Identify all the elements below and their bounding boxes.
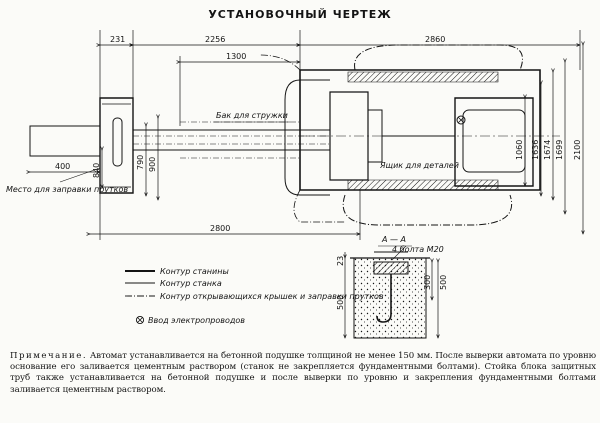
dim-900: 900 [148, 157, 157, 172]
electrical-input-icon [136, 316, 143, 323]
footnote-lead: Примечание. [10, 351, 88, 361]
dim-2100: 2100 [573, 140, 582, 160]
dim-1699: 1699 [555, 140, 564, 160]
dim-1060: 1060 [515, 140, 524, 160]
dim-1300: 1300 [226, 52, 246, 61]
sec-dim-23: 23 [336, 256, 345, 266]
dimension-lines [30, 30, 583, 240]
legend-3: Контур открывающихся крышек и заправки п… [160, 292, 384, 301]
footnote-text: Автомат устанавливается на бетонной поду… [10, 351, 596, 395]
electrical-input-symbol [457, 116, 465, 124]
anchor-bolt [377, 274, 391, 322]
bar-tube [30, 126, 100, 156]
dim-1636: 1636 [531, 140, 540, 160]
legend-1: Контур станины [160, 267, 229, 276]
dim-2860: 2860 [425, 35, 445, 44]
dim-2800: 2800 [210, 224, 230, 233]
dim-231: 231 [110, 35, 125, 44]
section-a-a [345, 246, 438, 338]
legend-4: Ввод электропроводов [148, 316, 245, 325]
dim-2256: 2256 [205, 35, 225, 44]
label-bolts: 4 болта М20 [392, 245, 444, 254]
dim-1674: 1674 [543, 140, 552, 160]
drawing-title: УСТАНОВОЧНЫЙ ЧЕРТЕЖ [208, 8, 392, 21]
footnote: Примечание. Автомат устанавливается на б… [10, 351, 596, 396]
sec-dim-500-left: 500 [336, 295, 345, 310]
tube-stand-frame [100, 98, 133, 193]
label-box: Ящик для деталей [379, 161, 459, 170]
section-title: А — А [381, 235, 406, 244]
dim-840: 840 [92, 163, 101, 178]
legend-2: Контур станка [160, 279, 222, 288]
tube-stand-slot [113, 118, 122, 166]
label-bar-place: Место для заправки прутков [6, 185, 128, 194]
sec-dim-500-right: 500 [439, 275, 448, 290]
legend: Контур станины Контур станка Контур откр… [125, 267, 384, 325]
dim-400: 400 [55, 162, 70, 171]
machine-foot [374, 262, 408, 274]
dim-790: 790 [136, 155, 145, 170]
machine-contour [285, 80, 330, 195]
label-tank-1: Бак для стружки [216, 111, 288, 120]
plan-view [30, 45, 560, 225]
sec-dim-300: 300 [423, 275, 432, 290]
